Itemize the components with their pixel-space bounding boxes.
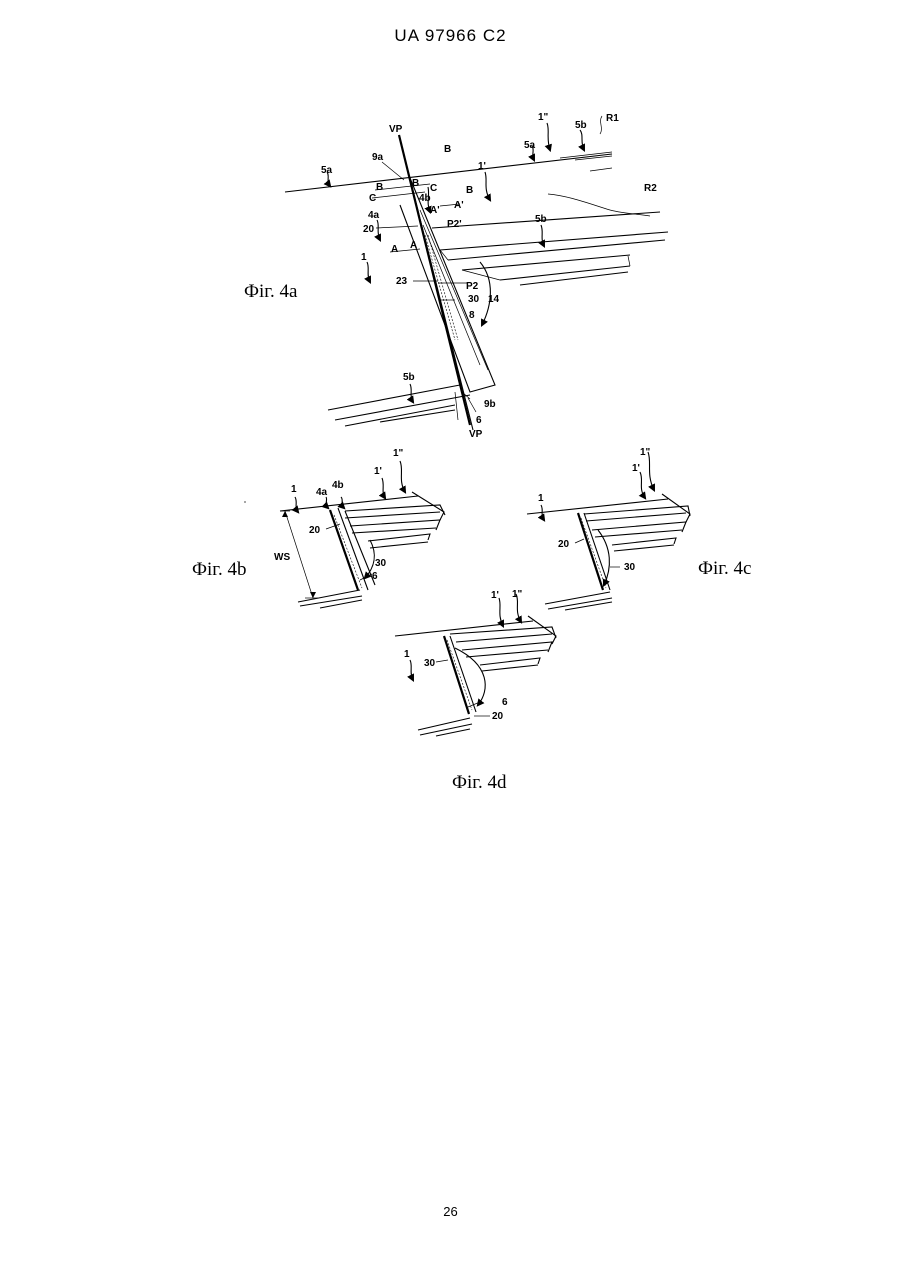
fig4a-label-B3: B [412, 178, 419, 189]
fig4a-label-Ap2: A' [430, 205, 440, 216]
fig4a-label-P2p: P2' [447, 219, 462, 230]
fig4c-caption: Фіг. 4c [698, 558, 751, 579]
fig4c-label-1d: 1' [632, 463, 640, 474]
fig4a-label-5b-bottom: 5b [403, 372, 415, 383]
fig4b-label-20: 20 [309, 525, 321, 536]
fig4a-label-9a: 9a [372, 152, 384, 163]
fig4a-label-C2: C [430, 183, 437, 194]
fig4b-label-1dd: 1" [393, 448, 404, 459]
fig4a-label-23: 23 [396, 276, 408, 287]
fig4a-label-6: 6 [476, 415, 482, 426]
fig4d-label-30: 30 [424, 658, 436, 669]
fig4a-label-B4: B [466, 185, 473, 196]
fig4a-label-A2: A [410, 240, 417, 251]
fig4a-label-5a-left: 5a [321, 165, 333, 176]
fig4a-label-9b: 9b [484, 399, 496, 410]
figure-4b: 1" 1' 1 4a 4b 20 WS 30 6 Фіг. 4b [192, 448, 445, 608]
fig4d-label-1dd: 1" [512, 589, 523, 600]
fig4a-label-A1: A [391, 244, 398, 255]
fig4a-label-P2: P2 [466, 281, 479, 292]
fig4a-label-5b-mid: 5b [535, 214, 547, 225]
fig4a-label-8: 8 [469, 310, 475, 321]
figure-4d: 1' 1" 1 30 6 20 Фіг. 4d [395, 589, 556, 793]
fig4a-label-vp-top: VP [389, 124, 403, 135]
figure-4a: VP 9a 1" 5b R1 B 5a 5a 1' B B B C C R2 4… [244, 112, 668, 440]
fig4d-label-6: 6 [502, 697, 508, 708]
fig4b-caption: Фіг. 4b [192, 559, 246, 580]
fig4b-label-1: 1 [291, 484, 297, 495]
fig4d-caption: Фіг. 4d [452, 772, 507, 793]
fig4a-label-5b-top: 5b [575, 120, 587, 131]
fig4a-label-5a-right: 5a [524, 140, 536, 151]
fig4a-label-20: 20 [363, 224, 375, 235]
fig4a-label-B1: B [444, 144, 451, 155]
fig4b-label-4a: 4a [316, 487, 328, 498]
fig4b-label-ws: WS [274, 552, 290, 563]
fig4c-label-1dd: 1" [640, 447, 651, 458]
fig4c-label-1: 1 [538, 493, 544, 504]
fig4a-label-1d: 1' [478, 161, 486, 172]
fig4a-label-1: 1 [361, 252, 367, 263]
fig4a-label-30: 30 [468, 294, 480, 305]
fig4a-label-R1: R1 [606, 113, 619, 124]
fig4a-label-B2: B [376, 182, 383, 193]
fig4d-label-20: 20 [492, 711, 504, 722]
fig4a-label-vp-bottom: VP [469, 429, 483, 440]
fig4b-label-1d: 1' [374, 466, 382, 477]
page-number: 26 [0, 1204, 901, 1219]
figure-4c: 1" 1' 1 20 30 Фіг. 4c [527, 447, 751, 610]
fig4b-label-30: 30 [375, 558, 387, 569]
fig4a-label-Ap1: A' [454, 200, 464, 211]
fig4b-label-6: 6 [372, 571, 378, 582]
fig4d-label-1: 1 [404, 649, 410, 660]
fig4d-label-1d: 1' [491, 590, 499, 601]
fig4a-label-1dd: 1" [538, 112, 549, 123]
fig4a-caption: Фіг. 4а [244, 281, 298, 302]
fig4a-label-4a: 4a [368, 210, 380, 221]
fig4a-label-4b: 4b [419, 193, 431, 204]
fig4c-label-30: 30 [624, 562, 636, 573]
fig4a-label-R2: R2 [644, 183, 657, 194]
fig4a-label-C1: C [369, 193, 376, 204]
fig4b-label-4b: 4b [332, 480, 344, 491]
fig4c-label-20: 20 [558, 539, 570, 550]
fig4a-label-14: 14 [488, 294, 500, 305]
